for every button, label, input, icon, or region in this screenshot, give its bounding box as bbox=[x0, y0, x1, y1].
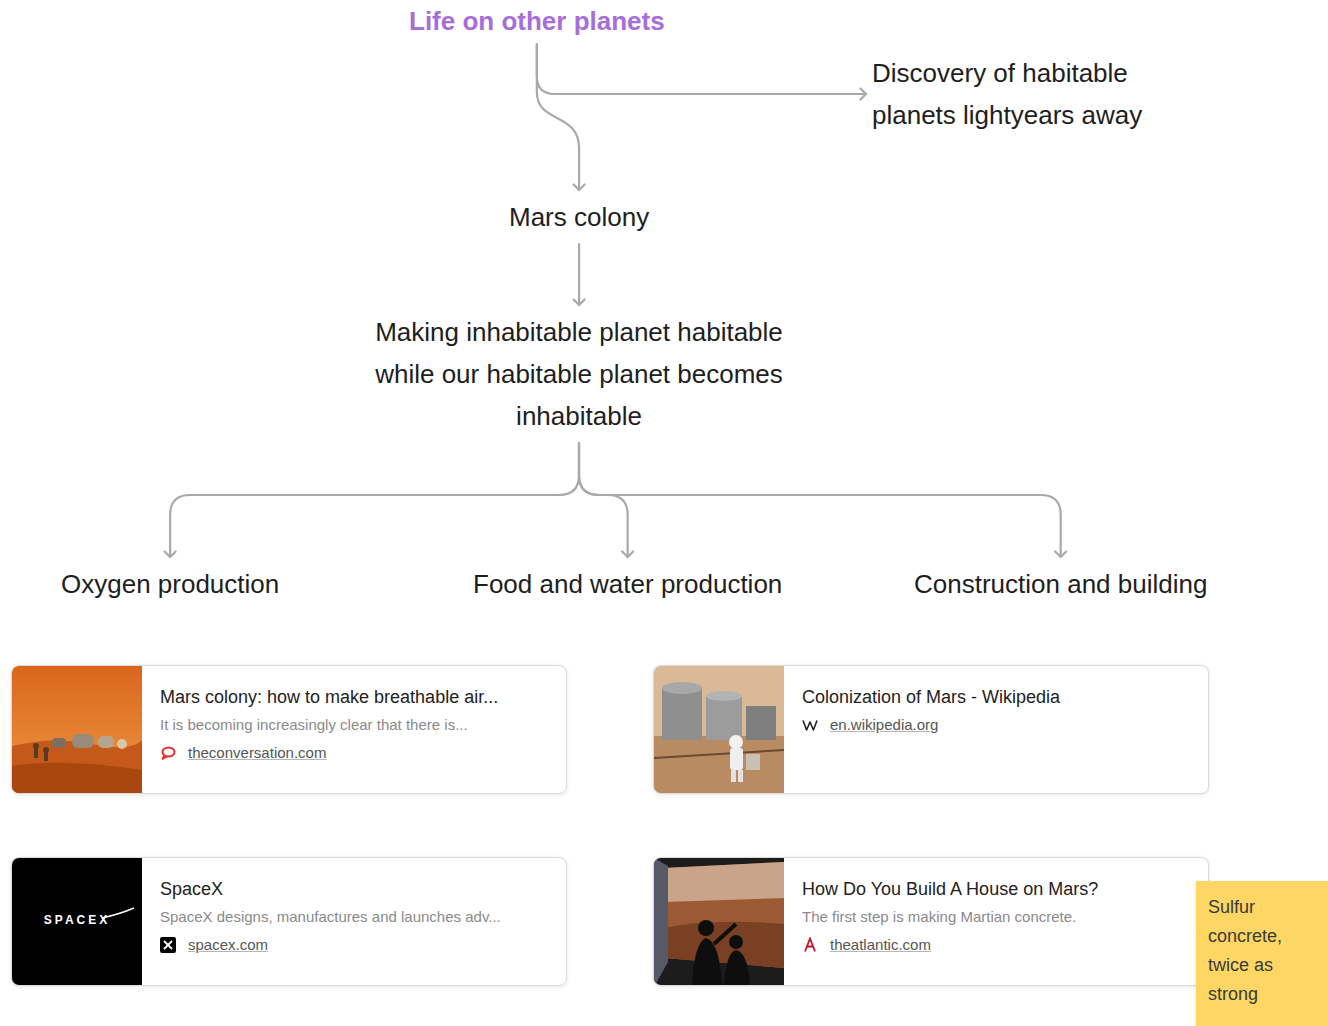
arrow-connector bbox=[537, 44, 579, 190]
node-text: Mars colony bbox=[509, 196, 649, 238]
topic-node: Discovery of habitable planets lightyear… bbox=[872, 52, 1212, 136]
domain-row: theatlantic.com bbox=[802, 931, 1194, 959]
link-card: SPACEX SpaceXSpaceX designs, manufactures… bbox=[11, 857, 567, 986]
thumbnail-image bbox=[654, 858, 784, 986]
card-body: How Do You Build A House on Mars?The fir… bbox=[802, 875, 1194, 959]
site-icon bbox=[160, 937, 188, 953]
domain-link: theatlantic.com bbox=[830, 931, 931, 959]
link-card: Mars colony: how to make breathable air.… bbox=[11, 665, 567, 794]
arrow-connector bbox=[579, 443, 628, 557]
sticky-note: Sulfur concrete, twice as strong bbox=[1196, 881, 1328, 1026]
topic-node: Making inhabitable planet habitable whil… bbox=[359, 311, 799, 437]
card-title: Mars colony: how to make breathable air.… bbox=[160, 683, 552, 711]
topic-node: Construction and building bbox=[914, 563, 1207, 605]
site-icon bbox=[802, 717, 830, 733]
node-text: Construction and building bbox=[914, 563, 1207, 605]
arrow-connector bbox=[578, 244, 580, 305]
note-text: Sulfur concrete, twice as strong bbox=[1208, 893, 1316, 1009]
logo-text: SPACEX bbox=[12, 913, 142, 927]
domain-row: spacex.com bbox=[160, 931, 552, 959]
arrow-connector bbox=[579, 443, 1061, 557]
card-body: SpaceXSpaceX designs, manufactures and l… bbox=[160, 875, 552, 959]
card-title: SpaceX bbox=[160, 875, 552, 903]
card-title: Colonization of Mars - Wikipedia bbox=[802, 683, 1194, 711]
link-card: Colonization of Mars - Wikipediaen.wikip… bbox=[653, 665, 1209, 794]
link-card: How Do You Build A House on Mars?The fir… bbox=[653, 857, 1209, 986]
card-body: Mars colony: how to make breathable air.… bbox=[160, 683, 552, 767]
topic-node: Oxygen production bbox=[61, 563, 279, 605]
card-title: How Do You Build A House on Mars? bbox=[802, 875, 1194, 903]
thumbnail-image bbox=[654, 666, 784, 794]
node-text: Life on other planets bbox=[409, 4, 665, 38]
card-description: The first step is making Martian concret… bbox=[802, 903, 1194, 931]
card-description: It is becoming increasingly clear that t… bbox=[160, 711, 552, 739]
card-description: SpaceX designs, manufactures and launche… bbox=[160, 903, 552, 931]
domain-link: theconversation.com bbox=[188, 739, 326, 767]
topic-node: Mars colony bbox=[509, 196, 649, 238]
domain-row: en.wikipedia.org bbox=[802, 711, 1194, 739]
node-text: Oxygen production bbox=[61, 563, 279, 605]
domain-row: theconversation.com bbox=[160, 739, 552, 767]
domain-link: en.wikipedia.org bbox=[830, 711, 938, 739]
arrow-connector bbox=[537, 44, 866, 94]
node-text: Discovery of habitable planets lightyear… bbox=[872, 52, 1212, 136]
thumbnail-image bbox=[12, 666, 142, 794]
site-icon bbox=[160, 745, 188, 761]
card-body: Colonization of Mars - Wikipediaen.wikip… bbox=[802, 683, 1194, 739]
node-text: Food and water production bbox=[473, 563, 782, 605]
heading-node: Life on other planets bbox=[409, 4, 665, 38]
node-text: Making inhabitable planet habitable whil… bbox=[359, 311, 799, 437]
topic-node: Food and water production bbox=[473, 563, 782, 605]
site-icon bbox=[802, 937, 830, 953]
domain-link: spacex.com bbox=[188, 931, 268, 959]
arrow-connector bbox=[170, 443, 579, 557]
